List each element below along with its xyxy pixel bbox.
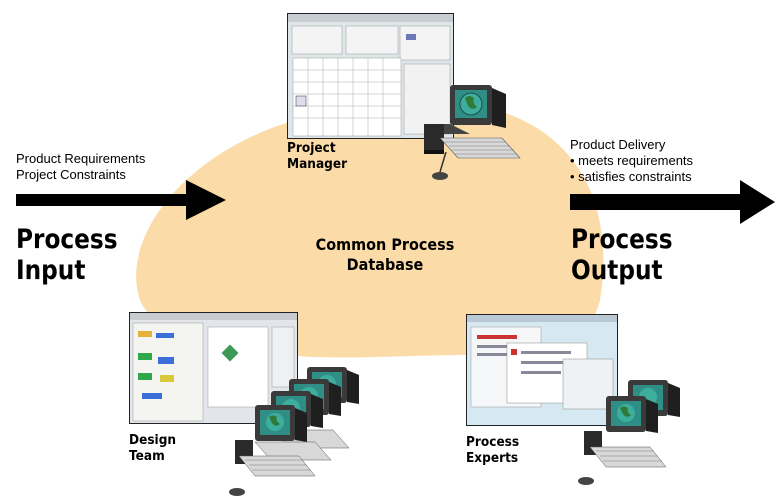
- database-shape: [136, 99, 604, 358]
- role-line: Team: [129, 448, 165, 464]
- heading-line: Output: [571, 255, 663, 286]
- output-note: Product Delivery: [570, 137, 666, 152]
- input-arrow-icon: [16, 180, 226, 220]
- output-note: • satisfies constraints: [570, 169, 692, 184]
- input-note: Project Constraints: [16, 167, 126, 182]
- role-line: Design: [129, 432, 177, 448]
- common-process-database-label: Common Process Database: [300, 235, 471, 275]
- heading-line: Input: [16, 255, 86, 286]
- input-note: Product Requirements: [16, 151, 146, 166]
- heading-line: Process: [16, 224, 118, 255]
- role-line: Process: [466, 434, 520, 450]
- workstation-icon: [578, 380, 680, 485]
- process-experts-label: Process Experts: [466, 434, 519, 466]
- output-arrow-icon: [570, 180, 775, 224]
- output-notes: Product Delivery • meets requirements • …: [570, 137, 693, 185]
- input-notes: Product Requirements Project Constraints: [16, 151, 145, 183]
- heading-line: Process: [571, 224, 673, 255]
- project-manager-screenshot: [287, 13, 454, 139]
- center-label-line: Common Process: [315, 235, 455, 254]
- design-team-label: Design Team: [129, 432, 176, 464]
- workstation-icon: [424, 85, 521, 180]
- workstation-icon: [229, 367, 359, 496]
- role-line: Project: [287, 140, 336, 156]
- output-note: • meets requirements: [570, 153, 694, 168]
- center-label-line: Database: [346, 255, 424, 274]
- process-input-heading: Process Input: [16, 224, 118, 286]
- role-line: Experts: [466, 450, 519, 466]
- project-manager-label: Project Manager: [287, 140, 347, 172]
- process-output-heading: Process Output: [571, 224, 673, 286]
- role-line: Manager: [287, 156, 348, 172]
- process-experts-screenshot: [466, 314, 618, 426]
